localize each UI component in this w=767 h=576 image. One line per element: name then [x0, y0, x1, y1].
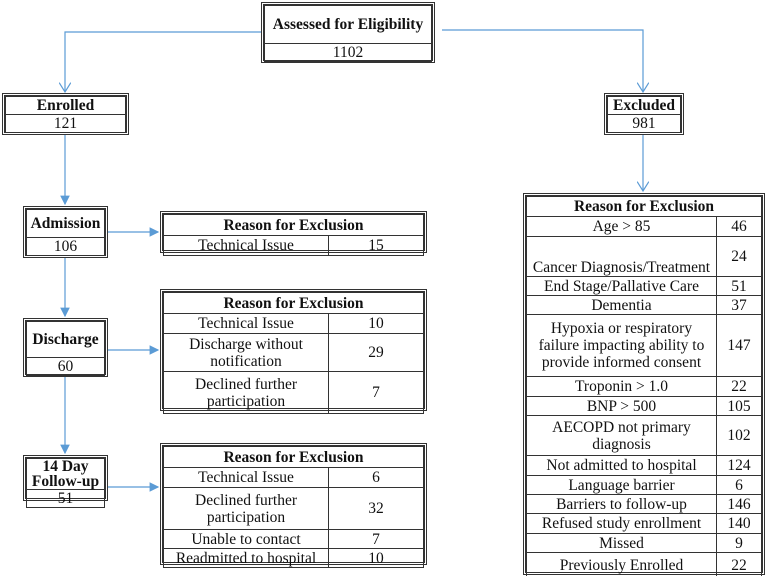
- reason-label: Barriers to follow-up: [526, 494, 717, 514]
- reason-label: Hypoxia or respiratory failure impacting…: [526, 314, 717, 377]
- reason-count: 102: [716, 415, 762, 456]
- reason-count: 6: [716, 475, 762, 495]
- excluded-count: 981: [607, 114, 681, 133]
- reason-label: Previously Enrolled: [526, 552, 717, 576]
- reason-count: 15: [328, 235, 424, 256]
- reason-count: 146: [716, 494, 762, 514]
- assessed-box: Assessed for Eligibility 1102: [261, 2, 435, 63]
- discharge-box: Discharge 60: [23, 318, 108, 377]
- reason-count: 10: [328, 313, 424, 334]
- reason-count: 22: [716, 552, 762, 576]
- enrolled-title: Enrolled: [5, 96, 126, 115]
- reason-label: End Stage/Pallative Care: [526, 276, 717, 296]
- discharge-count: 60: [26, 357, 105, 376]
- reason-label: Missed: [526, 533, 717, 553]
- admission-title: Admission: [26, 209, 105, 238]
- followup-count: 51: [26, 489, 105, 508]
- reason-count: 147: [716, 314, 762, 377]
- reason-count: 7: [328, 529, 424, 549]
- reason-count: 29: [328, 333, 424, 372]
- admission-box: Admission 106: [23, 206, 108, 258]
- reason-label: BNP > 500: [526, 396, 717, 416]
- reason-row: Hypoxia or respiratory failure impacting…: [526, 314, 762, 377]
- reason-count: 140: [716, 513, 762, 534]
- followup-title: 14 Day Follow-up: [26, 458, 105, 490]
- reason-label: Declined further participation: [163, 487, 329, 530]
- reason-label: Declined further participation: [163, 371, 329, 414]
- reason-label: Technical Issue: [163, 235, 329, 256]
- excluded-box: Excluded 981: [604, 93, 684, 135]
- reason-count: 22: [716, 376, 762, 397]
- reason-count: 6: [328, 467, 424, 488]
- discharge-title: Discharge: [26, 321, 105, 358]
- reason-count: 124: [716, 455, 762, 476]
- reason-count: 9: [716, 533, 762, 553]
- admission-count: 106: [26, 237, 105, 256]
- reason-label: Language barrier: [526, 475, 717, 495]
- reason-count: 24: [716, 236, 762, 277]
- assessed-title: Assessed for Eligibility: [264, 5, 432, 44]
- reason-count: 10: [328, 548, 424, 568]
- reason-header: Reason for Exclusion: [163, 446, 424, 468]
- reason-label: Troponin > 1.0: [526, 376, 717, 397]
- reason-label: Refused study enrollment: [526, 513, 717, 534]
- reason-label: Dementia: [526, 295, 717, 315]
- reason-count: 7: [328, 371, 424, 414]
- reason-count: 51: [716, 276, 762, 296]
- enrolled-count: 121: [5, 114, 126, 133]
- connector-assessed-excluded: [442, 29, 643, 92]
- reason-count: 46: [716, 216, 762, 237]
- followup-box: 14 Day Follow-up 51: [23, 455, 108, 508]
- reason-label: Technical Issue: [163, 467, 329, 488]
- reason-header: Reason for Exclusion: [526, 196, 762, 217]
- reason-header: Reason for Exclusion: [163, 214, 424, 236]
- excluded-title: Excluded: [607, 96, 681, 115]
- reason-label: Technical Issue: [163, 313, 329, 334]
- reason-label: Age > 85: [526, 216, 717, 237]
- reason-label: Readmitted to hospital: [163, 548, 329, 568]
- connector-assessed-enrolled: [65, 31, 261, 92]
- reason-count: 105: [716, 396, 762, 416]
- reason-label: Unable to contact: [163, 529, 329, 549]
- reason-label: AECOPD not primary diagnosis: [526, 415, 717, 456]
- reason-label: Cancer Diagnosis/Treatment: [526, 236, 717, 277]
- reason-label: Discharge without notification: [163, 333, 329, 372]
- reason-header: Reason for Exclusion: [163, 292, 424, 314]
- reason-count: 32: [328, 487, 424, 530]
- enrolled-box: Enrolled 121: [2, 93, 129, 135]
- assessed-count: 1102: [264, 43, 432, 62]
- reason-count: 37: [716, 295, 762, 315]
- reason-label: Not admitted to hospital: [526, 455, 717, 476]
